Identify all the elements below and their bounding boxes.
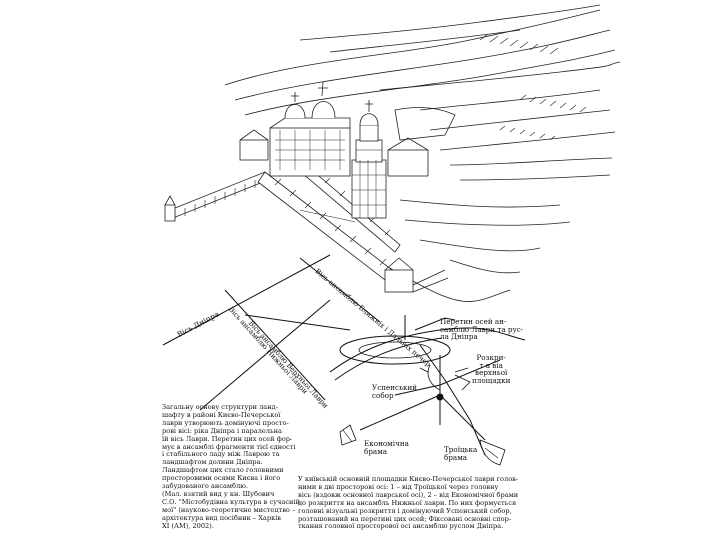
aerial-sketch <box>165 5 620 302</box>
turn-caption: Розкри- т а віа верхньої площадки <box>472 354 510 384</box>
right-description: У київській основній площадки Києво-Пече… <box>298 476 518 531</box>
intersection-caption: Перетин осей ан- самблю Лаври та рус- ла… <box>440 318 523 341</box>
left-description: Загальну основу структури ланд- шафту в … <box>162 404 300 531</box>
cathedral-label: Успенський собор <box>372 384 417 399</box>
trinity-gate-label: Троїцька брама <box>444 446 477 461</box>
axes-lines <box>163 255 380 410</box>
economic-gate-label: Економічна брама <box>364 440 409 455</box>
